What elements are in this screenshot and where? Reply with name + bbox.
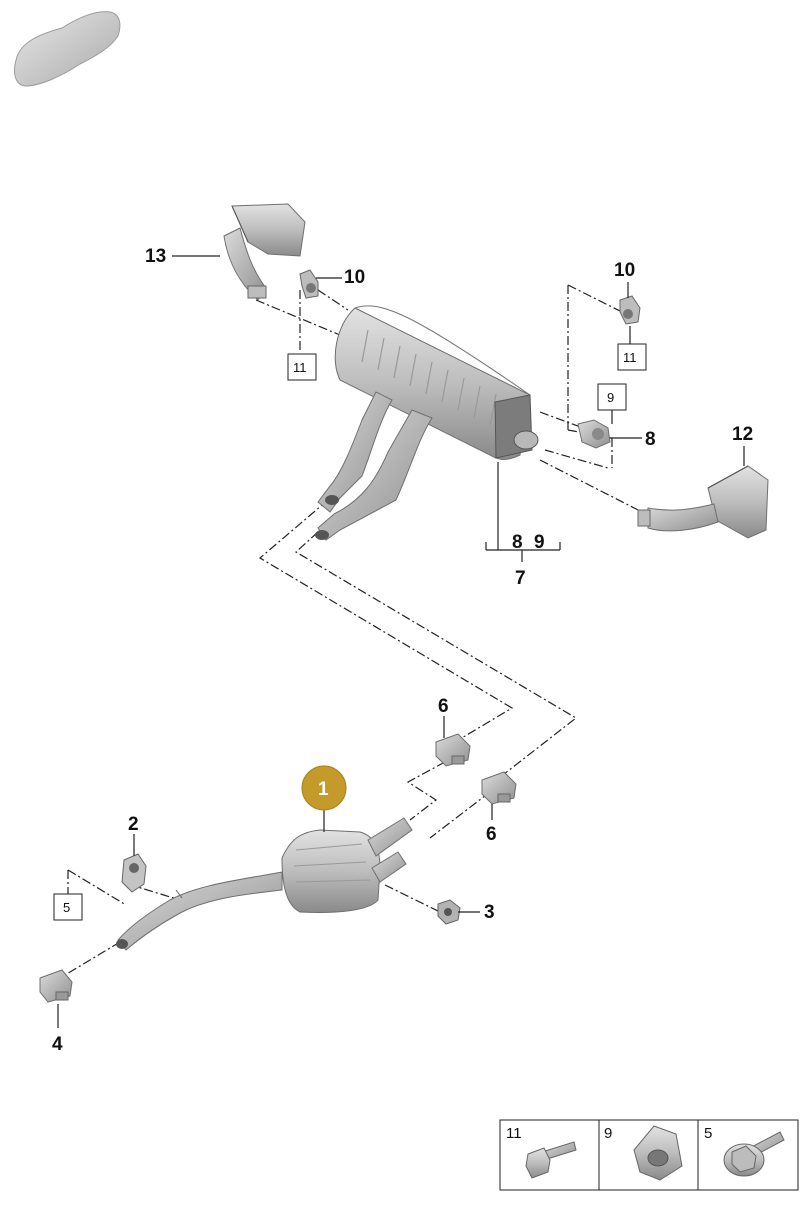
left-tailpipe[interactable] — [223, 203, 306, 301]
svg-text:2: 2 — [128, 814, 139, 835]
flange-bolt-icon — [723, 1131, 785, 1177]
bracket-left[interactable] — [299, 269, 319, 299]
svg-text:4: 4 — [52, 1034, 63, 1055]
svg-text:12: 12 — [732, 424, 753, 445]
svg-text:10: 10 — [614, 260, 635, 281]
boxed-ref-9: 9 — [597, 383, 627, 424]
svg-text:9: 9 — [534, 532, 545, 553]
svg-text:7: 7 — [515, 568, 526, 589]
svg-text:11: 11 — [506, 1125, 522, 1142]
rear-muffler[interactable] — [315, 305, 539, 541]
svg-text:8: 8 — [645, 429, 656, 450]
svg-text:11: 11 — [623, 350, 637, 365]
svg-text:5: 5 — [704, 1125, 712, 1142]
callout-10-right: 10 — [614, 260, 635, 298]
clamp-lower[interactable] — [481, 771, 517, 805]
clamp-front[interactable] — [39, 969, 73, 1003]
legend-item-9: 9 — [604, 1125, 683, 1181]
svg-text:10: 10 — [344, 267, 365, 288]
boxed-ref-11-left: 11 — [287, 353, 317, 381]
right-tailpipe[interactable] — [637, 465, 769, 539]
fastener-legend: 11 9 5 — [499, 1119, 799, 1191]
svg-text:1: 1 — [318, 779, 329, 800]
callout-10-left: 10 — [316, 267, 365, 288]
callout-1-badge[interactable]: 1 — [301, 765, 347, 832]
callout-3: 3 — [458, 902, 495, 923]
sensor-part[interactable] — [577, 419, 611, 449]
svg-text:6: 6 — [438, 696, 449, 717]
svg-text:6: 6 — [486, 824, 497, 845]
bracket-right[interactable] — [619, 295, 641, 325]
rubber-mount[interactable] — [437, 899, 461, 925]
callout-6-lower: 6 — [486, 804, 497, 845]
boxed-ref-5: 5 — [53, 893, 83, 921]
assembly-lines — [59, 284, 649, 979]
hanger-bracket[interactable] — [121, 853, 147, 893]
clamp-upper[interactable] — [435, 733, 471, 767]
callout-4: 4 — [52, 1004, 63, 1055]
svg-text:11: 11 — [293, 360, 307, 375]
callout-13: 13 — [145, 246, 220, 267]
legend-item-5: 5 — [704, 1125, 785, 1177]
center-muffler[interactable] — [116, 817, 413, 951]
car-silhouette-icon — [13, 11, 121, 87]
svg-text:9: 9 — [604, 1125, 612, 1142]
svg-text:8: 8 — [512, 532, 523, 553]
svg-text:13: 13 — [145, 246, 166, 267]
callout-8-right: 8 — [610, 429, 656, 450]
svg-text:9: 9 — [607, 390, 614, 405]
boxed-ref-11-right: 11 — [617, 326, 647, 371]
callout-7-group: 8 9 7 — [485, 462, 561, 589]
svg-text:3: 3 — [484, 902, 495, 923]
callout-6-upper: 6 — [438, 696, 449, 738]
svg-text:5: 5 — [63, 900, 70, 915]
legend-item-11: 11 — [506, 1125, 577, 1179]
bolt-icon — [525, 1141, 577, 1179]
nut-icon — [633, 1125, 683, 1181]
callout-12: 12 — [732, 424, 753, 466]
callout-2: 2 — [128, 814, 139, 856]
